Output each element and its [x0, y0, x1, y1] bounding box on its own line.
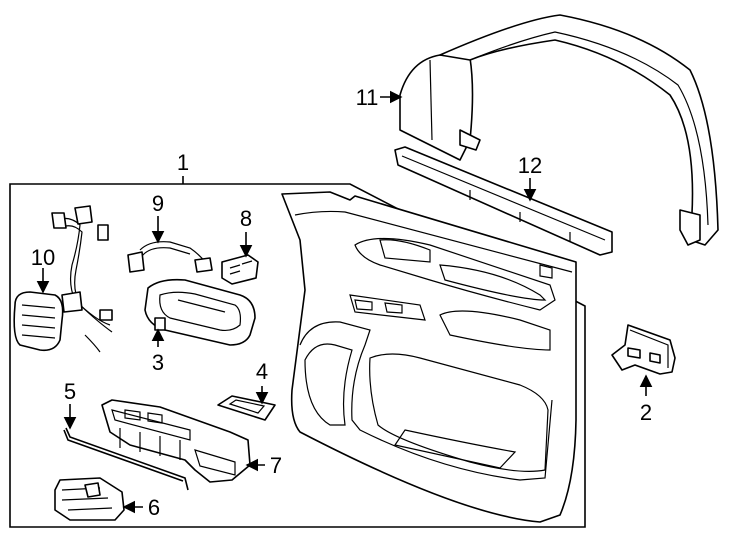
part-wiring-harness — [51, 205, 113, 353]
callout-7: 7 — [270, 453, 282, 478]
part-4-bezel — [217, 395, 276, 421]
part-9-handle-harness — [127, 241, 213, 273]
callout-6: 6 — [148, 495, 160, 520]
part-3-inside-handle — [144, 278, 256, 346]
part-8-lock-switch — [221, 254, 259, 285]
callout-11: 11 — [356, 85, 379, 110]
callout-5: 5 — [64, 379, 76, 404]
part-12-belt-molding — [394, 146, 613, 256]
part-7-switch-panel — [101, 399, 251, 483]
callout-4: 4 — [256, 359, 268, 384]
assembly-boundary-box — [9, 183, 586, 528]
callout-12: 12 — [518, 153, 542, 178]
callout-3: 3 — [152, 350, 164, 375]
part-window-frame-arch — [439, 14, 719, 246]
part-5-rod — [63, 427, 189, 491]
part-6-switch-module — [54, 477, 125, 521]
part-2-bracket — [611, 324, 676, 375]
door-trim-panel — [281, 191, 577, 523]
callout-9: 9 — [152, 191, 164, 216]
callout-2: 2 — [640, 400, 652, 425]
callout-8: 8 — [240, 206, 252, 231]
part-10-speaker — [13, 291, 64, 352]
callout-10: 10 — [31, 245, 55, 270]
callout-1: 1 — [177, 150, 189, 175]
part-11-pillar-trim — [399, 54, 481, 161]
